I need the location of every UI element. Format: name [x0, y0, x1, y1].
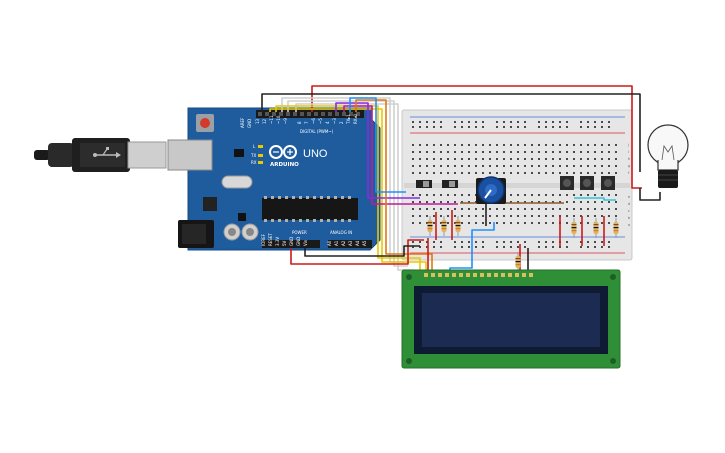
pin-label-2: 2: [339, 121, 344, 124]
a5-label: A5: [362, 240, 367, 246]
pin-label-1: TX▸1: [346, 114, 351, 125]
usb-icon: [93, 147, 121, 158]
row-label-a: a: [628, 223, 630, 227]
a3-label: A3: [348, 240, 353, 246]
pin-label-3: ~3: [332, 118, 337, 124]
ioref-label: IOREF: [261, 233, 266, 246]
analog-label: ANALOG IN: [330, 230, 352, 235]
pin-label-4: 4: [325, 121, 330, 124]
resistor[interactable]: [441, 216, 447, 236]
resistor[interactable]: [515, 252, 521, 272]
push-button-3[interactable]: [601, 176, 615, 190]
wire-black-top[interactable]: [261, 93, 641, 172]
gnd2-label: GND: [296, 237, 301, 246]
wire-yellow-1[interactable]: [275, 105, 421, 275]
wire-orange[interactable]: [355, 99, 433, 275]
a4-label: A4: [355, 240, 360, 246]
resistor[interactable]: [613, 218, 619, 238]
pin-label-13: 13: [255, 118, 260, 124]
wire-red-5v[interactable]: [290, 239, 424, 265]
a2-label: A2: [341, 240, 346, 246]
pin-label-8: 8: [297, 121, 302, 124]
pin-label-0: RX◂0: [353, 113, 358, 124]
resistors[interactable]: [427, 216, 619, 272]
wire-cyan[interactable]: [574, 197, 616, 201]
usb-port[interactable]: [167, 139, 213, 171]
row-label-h: h: [628, 157, 630, 161]
pin-label-5: ~5: [318, 118, 323, 124]
row-label-f: f: [628, 171, 630, 175]
analog-header[interactable]: [328, 240, 372, 248]
light-bulb[interactable]: [647, 124, 689, 188]
row-label-d: d: [628, 202, 630, 206]
reset-pin-label: RESET: [268, 233, 273, 246]
power-label: POWER: [292, 230, 307, 235]
resistor[interactable]: [593, 218, 599, 238]
digital-header-label: DIGITAL (PWM~): [300, 129, 334, 134]
lcd-16x2[interactable]: [401, 269, 621, 369]
row-label-i: i: [628, 150, 629, 154]
lcd-screen: [422, 293, 600, 347]
pin-label-10: ~10: [276, 115, 281, 124]
arduino-logo: [269, 145, 297, 159]
3v3-label: 3.3V: [275, 237, 280, 246]
power-header[interactable]: [262, 240, 320, 248]
slide-switch-2[interactable]: [442, 180, 458, 188]
row-label-c: c: [628, 209, 630, 213]
row-label-b: b: [628, 216, 630, 220]
gnd1-label: GND: [289, 237, 294, 246]
push-button-1[interactable]: [560, 176, 574, 190]
wire-black-bulb[interactable]: [639, 188, 661, 201]
resistor[interactable]: [455, 216, 461, 236]
a0-label: A0: [327, 240, 332, 246]
atmega-chip: [262, 198, 358, 220]
led-tx-label: TX: [250, 153, 256, 158]
pin-label-12: 12: [262, 118, 267, 124]
usb-cable[interactable]: [34, 138, 167, 172]
pin-label-6: ~6: [311, 118, 316, 124]
row-label-e: e: [628, 195, 630, 199]
wire-blue-1[interactable]: [349, 97, 406, 193]
vin-label: Vin: [303, 239, 308, 246]
led-rx-label: RX: [251, 160, 257, 165]
resistor[interactable]: [571, 218, 577, 238]
gnd-label: GND: [247, 119, 252, 128]
arduino-uno[interactable]: AREF GND DIGITAL (PWM~) 13 12 ~11 ~10 ~9…: [167, 107, 381, 251]
a1-label: A1: [334, 240, 339, 246]
row-label-j: j: [627, 143, 629, 147]
5v-label: 5V: [282, 240, 287, 246]
wire-magenta[interactable]: [343, 105, 458, 205]
arduino-brand: ARDUINO: [270, 162, 299, 168]
pin-label-11: ~11: [269, 115, 274, 124]
aref-label: AREF: [240, 117, 245, 128]
row-label-g: g: [628, 164, 630, 168]
slide-switch-1[interactable]: [416, 180, 432, 188]
resistor[interactable]: [427, 216, 433, 236]
wire-blue-lcd[interactable]: [449, 222, 495, 276]
wire-black-gnd[interactable]: [304, 245, 420, 257]
lcd-pin-header[interactable]: [424, 273, 533, 277]
potentiometer[interactable]: [476, 176, 506, 204]
pin-label-9: ~9: [283, 118, 288, 124]
wire-yellow-2[interactable]: [269, 108, 427, 275]
arduino-model: UNO: [303, 148, 328, 160]
push-button-2[interactable]: [580, 176, 594, 190]
led-l-label: L: [253, 144, 256, 149]
pin-label-7: 7: [304, 121, 309, 124]
